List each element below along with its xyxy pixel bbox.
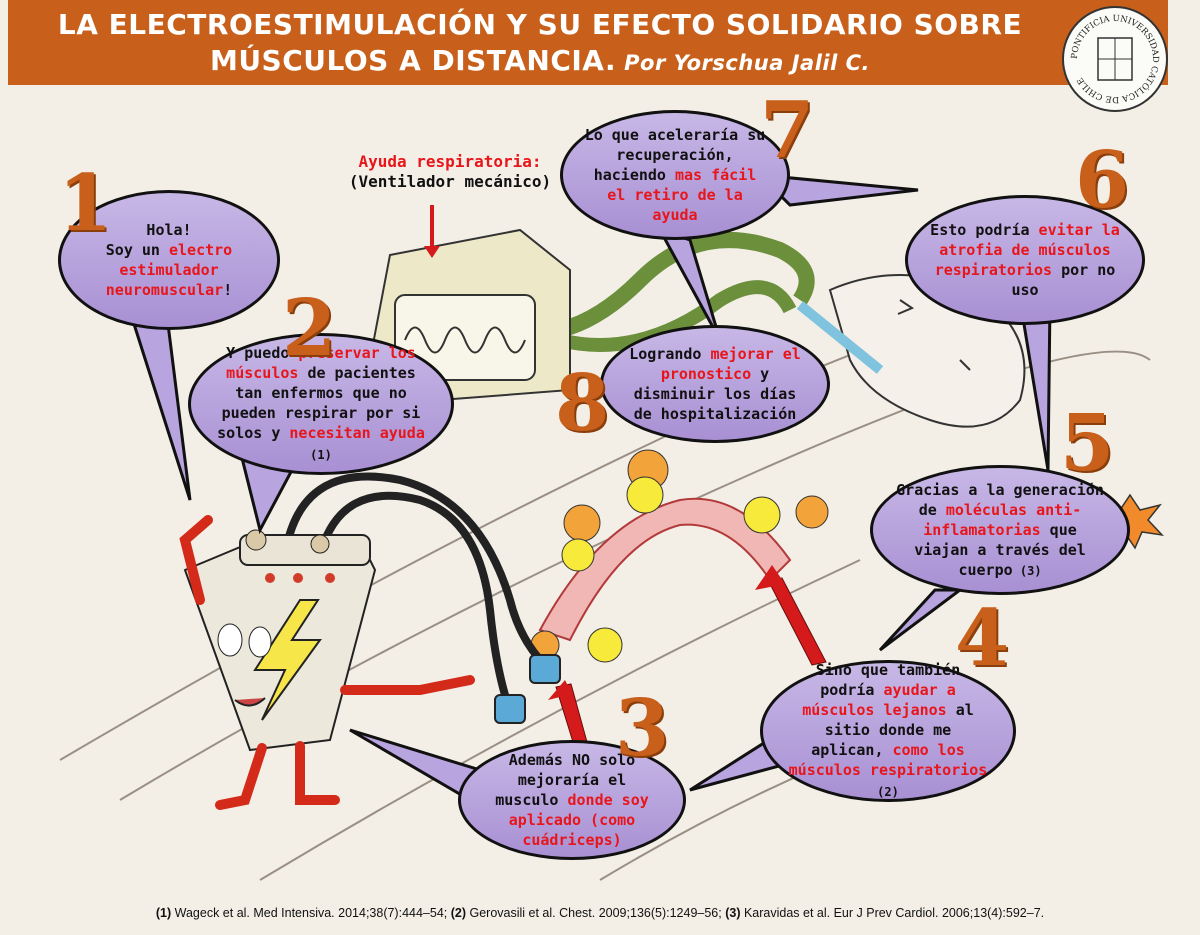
bubble2-red1: preservar los músculos — [226, 344, 416, 382]
number-3: 3 — [615, 683, 670, 774]
bubble4-text1: Sino que también podría — [815, 661, 961, 699]
patient-eye — [959, 359, 971, 371]
bubble-7: Lo que aceleraría su recuperación, hacie… — [560, 110, 790, 240]
bubble8-text2: y disminuir los días de hospitalización — [633, 365, 797, 423]
stimulator-character — [179, 515, 475, 810]
bubble2-text1: Y puedo — [226, 344, 299, 362]
number-8: 8 — [555, 358, 610, 449]
bubble-8: Logrando mejorar el pronostico y disminu… — [600, 325, 830, 443]
bubble-6: Esto podría evitar la atrofia de músculo… — [905, 195, 1145, 325]
number-5: 5 — [1060, 398, 1115, 489]
bubble2-text2: de pacientes tan enfermos que no pueden … — [217, 364, 421, 442]
author: Por Yorschua Jalil C. — [624, 51, 871, 75]
number-4: 4 — [955, 593, 1010, 684]
arrow-head — [755, 565, 785, 590]
muscle-band — [538, 497, 792, 642]
sheet-line — [259, 559, 861, 881]
smiley — [587, 627, 623, 663]
cable — [281, 472, 548, 668]
ventilator-label: Ayuda respiratoria: (Ventilador mecánico… — [340, 152, 560, 192]
bubble3-red1: donde soy aplicado (como cuádriceps) — [508, 791, 649, 849]
smiley — [626, 476, 664, 514]
number-2: 2 — [282, 283, 337, 374]
bubble6-text2: por no uso — [1011, 261, 1116, 299]
university-seal-icon: PONTIFICIA UNIVERSIDAD CATÓLICA DE CHILE — [1062, 6, 1168, 112]
bubble4-ref: (2) — [877, 785, 899, 799]
bubble8-text1: Logrando — [629, 345, 711, 363]
ventilator-label-black: (Ventilador mecánico) — [348, 172, 552, 191]
bubble-1: Hola! Soy un electro estimulador neuromu… — [58, 190, 280, 330]
ref1: Wageck et al. Med Intensiva. 2014;38(7):… — [171, 906, 451, 920]
bubble7-red1: mas fácil el retiro de la ayuda — [607, 166, 757, 224]
bubble2-red2: necesitan ayuda — [289, 424, 425, 442]
number-6: 6 — [1075, 135, 1130, 226]
bubble6-tail — [1018, 298, 1052, 471]
number-7: 7 — [760, 85, 815, 176]
smiley — [561, 538, 595, 572]
electrode — [494, 694, 526, 724]
cable — [316, 491, 509, 697]
ventilator-label-red: Ayuda respiratoria: — [358, 152, 542, 171]
title-line1: LA ELECTROESTIMULACIÓN Y SU EFECTO SOLID… — [57, 8, 1023, 41]
patient-eye — [897, 299, 915, 315]
bubble2-ref: (1) — [310, 448, 332, 462]
bubble4-text2: al sitio donde me aplican, — [811, 701, 974, 759]
ref2-num: (2) — [450, 906, 467, 920]
bubble-5: Gracias a la generación de moléculas ant… — [870, 465, 1130, 595]
number-1: 1 — [58, 158, 113, 249]
bubble5-text2: que viajan a través del cuerpo — [914, 520, 1086, 579]
bubble-4: Sino que también podría ayudar a músculo… — [760, 660, 1016, 802]
bubble5-red1: moléculas anti-inflamatorias — [923, 500, 1082, 539]
arrow — [768, 577, 827, 666]
bubble-2: Y puedo preservar los músculos de pacien… — [188, 333, 454, 475]
bubble1-red: electro estimulador neuromuscular — [105, 241, 233, 299]
bubble4-red2: como los músculos respiratorios — [788, 741, 988, 779]
bubble3-text1: Además NO solo mejoraría el musculo — [495, 751, 636, 809]
bubble5-ref: (3) — [1012, 563, 1042, 578]
bubble5-tail — [878, 588, 965, 652]
bubble1-text1: Hola! — [146, 221, 192, 239]
arrow-head — [424, 246, 440, 258]
ref2: Gerovasili et al. Chest. 2009;136(5):124… — [466, 906, 726, 920]
bubble4-red1: ayudar a músculos lejanos — [802, 681, 956, 719]
bubble6-red1: evitar la atrofia de músculos respirator… — [934, 221, 1120, 279]
electrode — [529, 654, 561, 684]
ref1-num: (1) — [155, 906, 172, 920]
bubble1-text2: Soy un — [105, 241, 169, 259]
ref3: Karavidas et al. Eur J Prev Cardiol. 200… — [740, 906, 1045, 920]
bubble5-text1: Gracias a la generación de — [896, 480, 1104, 519]
bubble6-text1: Esto podría — [930, 221, 1039, 239]
molecule — [563, 504, 601, 542]
bubble8-red1: mejorar el pronostico — [660, 345, 801, 383]
bubble-3: Además NO solo mejoraría el musculo dond… — [458, 740, 686, 860]
bubble7-text1: Lo que aceleraría su recuperación, hacie… — [584, 126, 766, 184]
references: (1) Wageck et al. Med Intensiva. 2014;38… — [0, 906, 1200, 920]
bubble1-text3: ! — [223, 281, 233, 299]
title-line2: MÚSCULOS A DISTANCIA. Por Yorschua Jalil … — [20, 44, 1060, 77]
title-line2-text: MÚSCULOS A DISTANCIA. — [209, 44, 617, 77]
ref3-num: (3) — [725, 906, 741, 920]
patient-tube — [796, 301, 884, 374]
molecule — [795, 495, 829, 529]
arrow-head — [548, 680, 572, 700]
title-banner — [8, 0, 1168, 85]
smiley — [743, 496, 781, 534]
ventilator-tube — [557, 232, 815, 338]
